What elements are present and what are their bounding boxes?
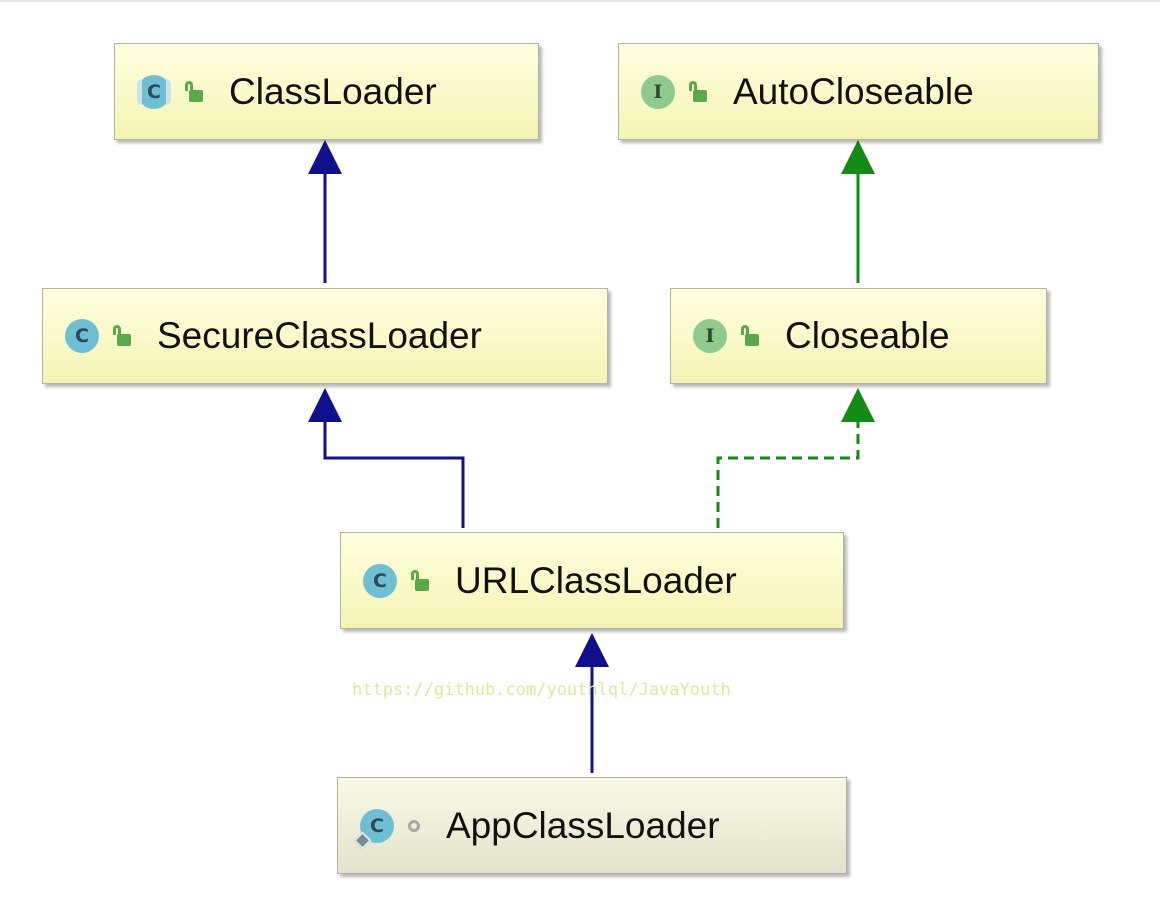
top-divider [0, 0, 1160, 2]
edge-urlclassloader-secureclassloader [308, 388, 465, 528]
node-classloader[interactable]: C ClassLoader [114, 43, 539, 140]
node-label: ClassLoader [229, 70, 437, 112]
node-label: AutoCloseable [733, 70, 974, 112]
static-badge-icon [353, 830, 372, 850]
edge-urlclassloader-closeable [716, 388, 875, 528]
package-dot-icon [408, 819, 420, 832]
node-label: SecureClassLoader [157, 315, 482, 356]
open-lock-icon [411, 569, 429, 592]
open-lock-icon [741, 325, 759, 347]
interface-i-icon: I [693, 319, 727, 353]
node-autocloseable[interactable]: I AutoCloseable [618, 43, 1099, 140]
edge-appclassloader-urlclassloader [575, 633, 609, 773]
abstract-class-icon: C [137, 74, 171, 109]
class-c-icon: C [363, 563, 397, 598]
class-c-icon: C [65, 319, 99, 353]
interface-i-icon: I [641, 74, 675, 109]
inner-class-icon: C [353, 808, 394, 850]
node-label: URLClassLoader [455, 559, 737, 601]
node-secureclassloader[interactable]: C SecureClassLoader [42, 288, 608, 384]
watermark: https://github.com/youthlql/JavaYouth [352, 680, 731, 700]
open-lock-icon [689, 80, 707, 103]
node-appclassloader[interactable]: C AppClassLoader [337, 777, 847, 874]
node-label: Closeable [785, 315, 950, 356]
node-urlclassloader[interactable]: C URLClassLoader [340, 532, 844, 629]
edge-secureclassloader-classloader [308, 140, 342, 283]
open-lock-icon [185, 80, 203, 103]
open-lock-icon [113, 325, 131, 347]
edge-closeable-autocloseable [841, 140, 875, 283]
node-label: AppClassLoader [446, 804, 720, 846]
node-closeable[interactable]: I Closeable [670, 288, 1047, 384]
